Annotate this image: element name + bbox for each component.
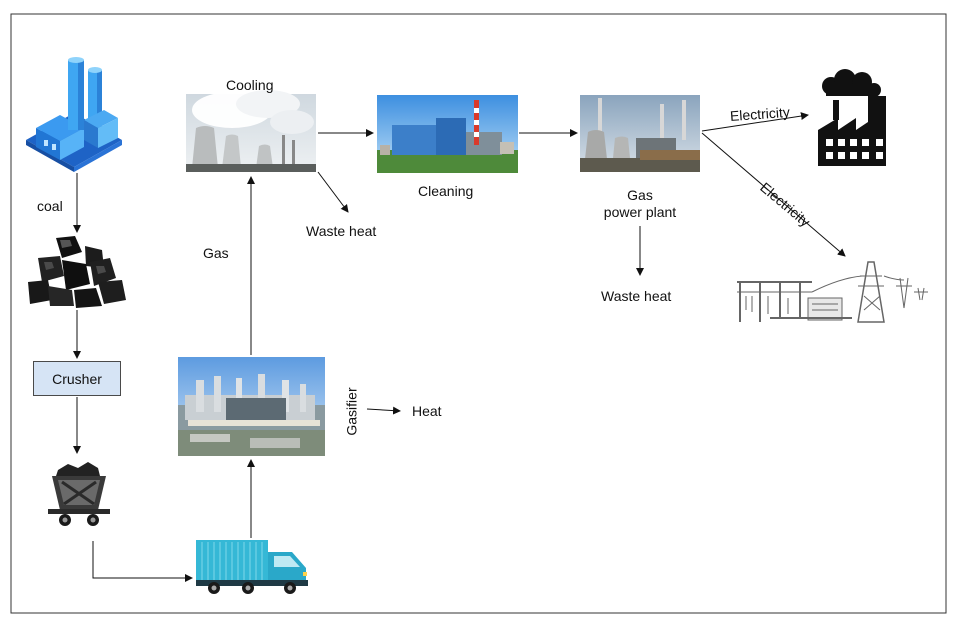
coal-label: coal — [37, 198, 63, 214]
crusher-box: Crusher — [33, 361, 121, 396]
cooling-label: Cooling — [226, 77, 274, 93]
gas-label: Gas — [203, 245, 229, 261]
gasifier-plant-photo — [178, 357, 325, 456]
electrical-substation-icon — [737, 261, 928, 323]
gasifier-label: Gasifier — [343, 387, 360, 436]
mine-cart-icon — [48, 462, 110, 526]
heat-label: Heat — [412, 403, 442, 419]
cooling-towers-photo — [186, 90, 316, 172]
cleaning-plant-photo — [377, 95, 518, 173]
coal-power-plant-icon — [26, 57, 122, 172]
factory-icon — [818, 69, 886, 166]
waste-heat-plant-label: Waste heat — [601, 288, 672, 304]
waste-heat-cooling-label: Waste heat — [306, 223, 377, 239]
gas-power-plant-label-line1: Gas — [627, 187, 653, 203]
delivery-truck-icon — [196, 540, 308, 594]
gas-power-plant-label-line2: power plant — [603, 204, 677, 220]
coal-pile-icon — [28, 236, 126, 308]
gas-power-plant-photo — [580, 95, 700, 172]
cleaning-label: Cleaning — [418, 183, 474, 199]
